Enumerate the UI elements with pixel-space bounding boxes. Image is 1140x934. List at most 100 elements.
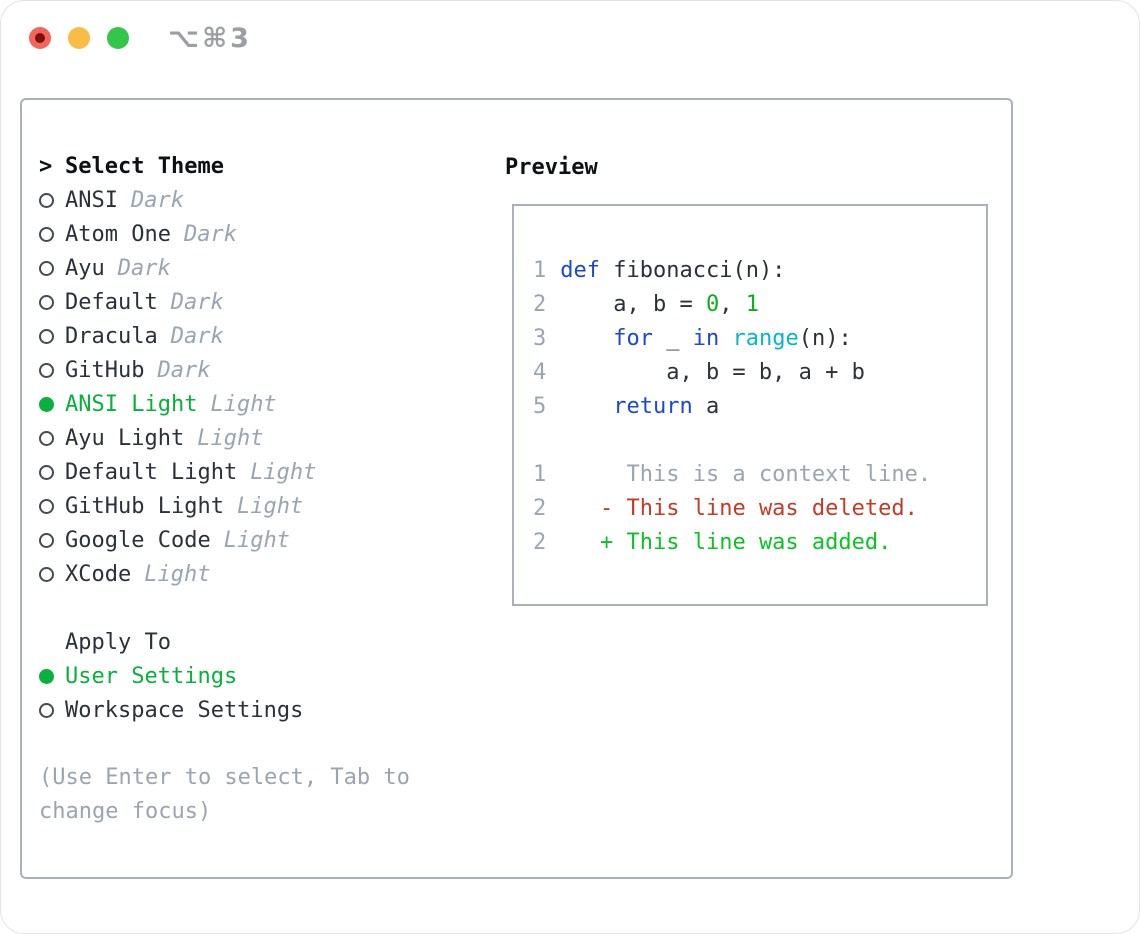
line-number: 2 bbox=[533, 292, 547, 317]
tab-shortcut-label: ⌥⌘3 bbox=[168, 23, 252, 54]
option-label: Ayu bbox=[65, 255, 105, 281]
theme-option-google-code[interactable]: Google Code Light bbox=[39, 523, 489, 557]
radio-unselected-icon bbox=[39, 702, 54, 718]
radio-selected-icon bbox=[39, 396, 54, 412]
radio-unselected-icon bbox=[39, 260, 54, 276]
apply-to-header: Apply To bbox=[39, 625, 489, 659]
radio-unselected-icon bbox=[39, 226, 54, 242]
theme-variant-tag: Dark bbox=[170, 289, 224, 315]
option-label: ANSI bbox=[65, 187, 118, 213]
hint-line-2: change focus) bbox=[39, 799, 212, 824]
code-segment-lit: 0 bbox=[705, 292, 720, 317]
code-segment-fg bbox=[719, 326, 732, 351]
preview-code-line: 5 return a bbox=[533, 390, 986, 424]
line-number: 3 bbox=[533, 326, 547, 351]
theme-variant-tag: Dark bbox=[117, 255, 171, 281]
code-segment-kw: for bbox=[613, 326, 653, 351]
theme-variant-tag: Dark bbox=[157, 357, 211, 383]
theme-variant-tag: Light bbox=[223, 527, 290, 553]
focus-caret-icon: > bbox=[39, 153, 53, 179]
preview-code-line: 2 - This line was deleted. bbox=[533, 492, 986, 526]
hint-line-1: (Use Enter to select, Tab to bbox=[39, 765, 410, 790]
code-segment-kw: return bbox=[613, 394, 693, 419]
code-segment-fg bbox=[560, 326, 613, 351]
option-label: Google Code bbox=[65, 527, 211, 553]
theme-option-xcode[interactable]: XCode Light bbox=[39, 557, 489, 591]
theme-option-github-light[interactable]: GitHub Light Light bbox=[39, 489, 489, 523]
theme-option-dracula[interactable]: Dracula Dark bbox=[39, 319, 489, 353]
spacer bbox=[39, 591, 489, 625]
theme-option-atom-one[interactable]: Atom One Dark bbox=[39, 217, 489, 251]
spacer bbox=[39, 727, 489, 761]
radio-unselected-icon bbox=[39, 464, 54, 480]
line-number: 2 bbox=[533, 496, 547, 521]
code-segment-add: + This line was added. bbox=[600, 530, 892, 555]
theme-variant-tag: Dark bbox=[170, 323, 224, 349]
code-segment-del: - This line was deleted. bbox=[600, 496, 918, 521]
theme-option-ayu[interactable]: Ayu Dark bbox=[39, 251, 489, 285]
preview-title: Preview bbox=[505, 155, 598, 180]
code-segment-fg: a, b = bbox=[560, 292, 706, 317]
theme-variant-tag: Dark bbox=[183, 221, 237, 247]
theme-variant-tag: Light bbox=[144, 561, 211, 587]
line-number: 5 bbox=[533, 394, 547, 419]
radio-unselected-icon bbox=[39, 566, 54, 582]
code-segment-fg: _ bbox=[652, 326, 693, 351]
theme-option-github[interactable]: GitHub Dark bbox=[39, 353, 489, 387]
theme-variant-tag: Dark bbox=[130, 187, 184, 213]
option-label: XCode bbox=[65, 561, 132, 587]
theme-variant-tag: Light bbox=[250, 459, 317, 485]
radio-unselected-icon bbox=[39, 498, 54, 514]
preview-code-line: 3 for _ in range(n): bbox=[533, 322, 986, 356]
option-label: Default Light bbox=[65, 459, 238, 485]
preview-code-line: 1 This is a context line. bbox=[533, 458, 986, 492]
option-label: User Settings bbox=[65, 663, 238, 689]
radio-selected-icon bbox=[39, 668, 54, 684]
option-label: Workspace Settings bbox=[65, 697, 304, 723]
apply-option-user-settings[interactable]: User Settings bbox=[39, 659, 489, 693]
radio-unselected-icon bbox=[39, 430, 54, 446]
code-segment-ctx: This is a context line. bbox=[560, 462, 932, 487]
line-number: 1 bbox=[533, 462, 547, 487]
theme-variant-tag: Light bbox=[236, 493, 304, 519]
option-label: GitHub Light bbox=[65, 493, 224, 519]
code-segment-fg bbox=[560, 394, 613, 419]
radio-unselected-icon bbox=[39, 328, 54, 344]
traffic-light-minimize[interactable] bbox=[68, 27, 90, 49]
apply-to-title: Apply To bbox=[65, 629, 171, 655]
code-segment-builtin: range bbox=[732, 326, 799, 351]
code-segment-fg: fibonacci(n): bbox=[600, 258, 786, 283]
option-label: Atom One bbox=[65, 221, 171, 247]
line-number: 2 bbox=[533, 530, 547, 555]
code-segment-kw: def bbox=[560, 258, 600, 283]
preview-code-line: 2 a, b = 0, 1 bbox=[533, 288, 986, 322]
option-label: Dracula bbox=[65, 323, 158, 349]
apply-option-workspace-settings[interactable]: Workspace Settings bbox=[39, 693, 489, 727]
radio-unselected-icon bbox=[39, 294, 54, 310]
preview-code-line bbox=[533, 424, 986, 458]
select-theme-header: > Select Theme bbox=[39, 149, 489, 183]
radio-unselected-icon bbox=[39, 192, 54, 208]
radio-unselected-icon bbox=[39, 362, 54, 378]
traffic-light-zoom[interactable] bbox=[107, 27, 129, 49]
code-segment-fg bbox=[560, 530, 600, 555]
traffic-light-close[interactable] bbox=[29, 27, 51, 49]
close-modified-dot-icon bbox=[35, 33, 45, 43]
theme-option-default-light[interactable]: Default Light Light bbox=[39, 455, 489, 489]
code-segment-fg: a bbox=[692, 394, 720, 419]
code-segment-lit: 1 bbox=[745, 292, 759, 317]
theme-option-ansi[interactable]: ANSI Dark bbox=[39, 183, 489, 217]
theme-variant-tag: Light bbox=[210, 391, 277, 417]
select-theme-title: Select Theme bbox=[65, 153, 224, 179]
option-label: GitHub bbox=[65, 357, 145, 383]
theme-variant-tag: Light bbox=[197, 425, 264, 451]
